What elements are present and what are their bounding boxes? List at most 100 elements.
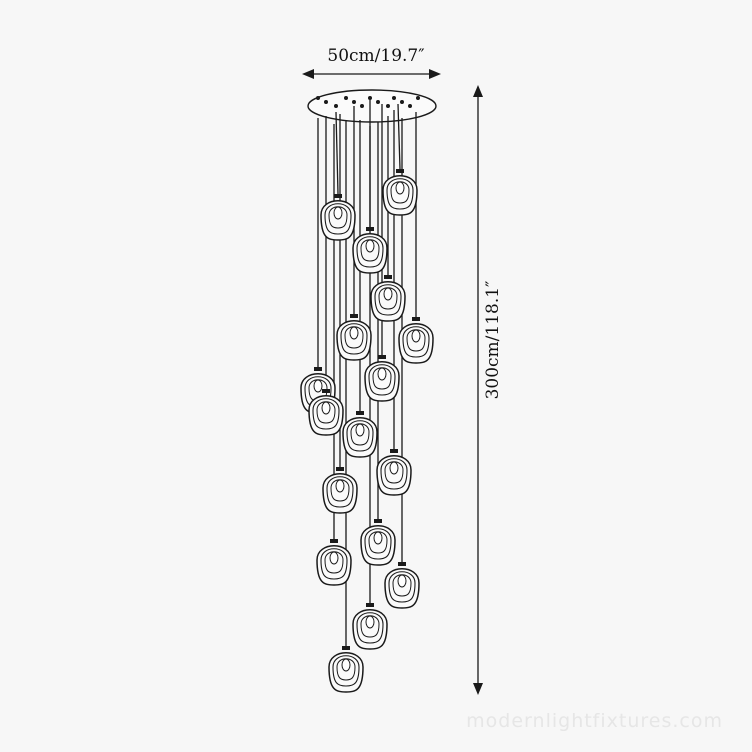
pendant-cord xyxy=(335,111,339,195)
bulb-icon xyxy=(365,239,375,253)
pendant-light xyxy=(328,646,364,693)
canopy-pin xyxy=(416,96,420,100)
bulb-icon xyxy=(377,367,387,381)
canopy-pin xyxy=(316,96,320,100)
glass-shade xyxy=(352,233,388,274)
width-arrow-right-icon xyxy=(429,69,441,79)
pendant-light xyxy=(352,603,388,650)
glass-shade xyxy=(382,175,418,216)
pendant-cap xyxy=(412,317,420,321)
canopy-pin xyxy=(368,96,372,100)
bulb-icon xyxy=(411,329,421,343)
pendant-light xyxy=(398,317,434,364)
pendant-cap xyxy=(384,275,392,279)
pendant-light xyxy=(360,519,396,566)
shade-inner-ring xyxy=(332,655,360,687)
width-label: 50cm/19.7″ xyxy=(327,46,424,66)
pendant-light xyxy=(376,449,412,496)
bulb-icon xyxy=(329,551,339,565)
canopy-pin xyxy=(360,104,364,108)
pendant-light xyxy=(336,314,372,361)
canopy-pin xyxy=(392,96,396,100)
pendant-cord xyxy=(397,103,401,170)
width-arrow-left-icon xyxy=(302,69,314,79)
bulb-icon xyxy=(313,379,323,393)
shade-inner-ring xyxy=(346,420,374,452)
canopy-pin xyxy=(324,100,328,104)
width-dimension: 50cm/19.7″ xyxy=(302,46,441,79)
pendant-cap xyxy=(336,467,344,471)
pendant-cap xyxy=(390,449,398,453)
glass-shade xyxy=(316,545,352,586)
canopy-disc xyxy=(307,89,437,123)
bulb-icon xyxy=(341,658,351,672)
pendant-light xyxy=(384,562,420,609)
shade-inner-ring xyxy=(340,323,368,355)
height-dimension: 300cm/118.1″ xyxy=(473,85,503,695)
shade-inner-ring xyxy=(374,284,402,316)
pendant-cap xyxy=(374,519,382,523)
glass-shade xyxy=(398,323,434,364)
pendant-light xyxy=(342,411,378,458)
bulb-icon xyxy=(373,531,383,545)
bulb-icon xyxy=(383,287,393,301)
shade-inner-ring xyxy=(324,203,352,235)
glass-shade xyxy=(352,609,388,650)
bulb-icon xyxy=(355,423,365,437)
shade-inner-ring xyxy=(356,612,384,644)
pendant-cap xyxy=(366,603,374,607)
shade-inner-ring xyxy=(386,178,414,210)
watermark: modernlightfixtures.com xyxy=(466,710,723,732)
pendant-light xyxy=(322,467,358,514)
canopy-pin xyxy=(400,100,404,104)
glass-shade xyxy=(336,320,372,361)
glass-shade xyxy=(364,361,400,402)
pendant-cap xyxy=(356,411,364,415)
glass-shade xyxy=(376,455,412,496)
shade-inner-ring xyxy=(388,571,416,603)
pendant-cap xyxy=(330,539,338,543)
pendant-lights xyxy=(300,169,434,693)
height-arrow-top-icon xyxy=(473,85,483,97)
pendant-cap xyxy=(342,646,350,650)
shade-inner-ring xyxy=(312,398,340,430)
pendant-cap xyxy=(350,314,358,318)
shade-inner-ring xyxy=(364,528,392,560)
shade-inner-ring xyxy=(368,364,396,396)
glass-shade xyxy=(320,200,356,241)
shade-inner-ring xyxy=(326,476,354,508)
pendant-light xyxy=(364,355,400,402)
glass-shade xyxy=(328,652,364,693)
shade-inner-ring xyxy=(380,458,408,490)
pendant-light xyxy=(308,389,344,436)
bulb-icon xyxy=(333,206,343,220)
canopy-pin xyxy=(334,104,338,108)
glass-shade xyxy=(370,281,406,322)
pendant-light xyxy=(352,227,388,274)
height-label: 300cm/118.1″ xyxy=(483,281,503,400)
canopy-pin xyxy=(376,100,380,104)
bulb-icon xyxy=(321,401,331,415)
pendant-cap xyxy=(378,355,386,359)
glass-shade xyxy=(360,525,396,566)
pendant-light xyxy=(370,275,406,322)
shade-inner-ring xyxy=(356,236,384,268)
ceiling-canopy xyxy=(307,89,437,123)
canopy-pin xyxy=(352,100,356,104)
pendant-cap xyxy=(398,562,406,566)
bulb-icon xyxy=(335,479,345,493)
canopy-pin xyxy=(386,104,390,108)
pendant-light xyxy=(316,539,352,586)
bulb-icon xyxy=(397,574,407,588)
canopy-pin xyxy=(344,96,348,100)
bulb-icon xyxy=(349,326,359,340)
pendant-light xyxy=(382,169,418,216)
glass-shade xyxy=(308,395,344,436)
pendant-cap xyxy=(334,194,342,198)
bulb-icon xyxy=(389,461,399,475)
bulb-icon xyxy=(365,615,375,629)
pendant-cap xyxy=(314,367,322,371)
glass-shade xyxy=(384,568,420,609)
